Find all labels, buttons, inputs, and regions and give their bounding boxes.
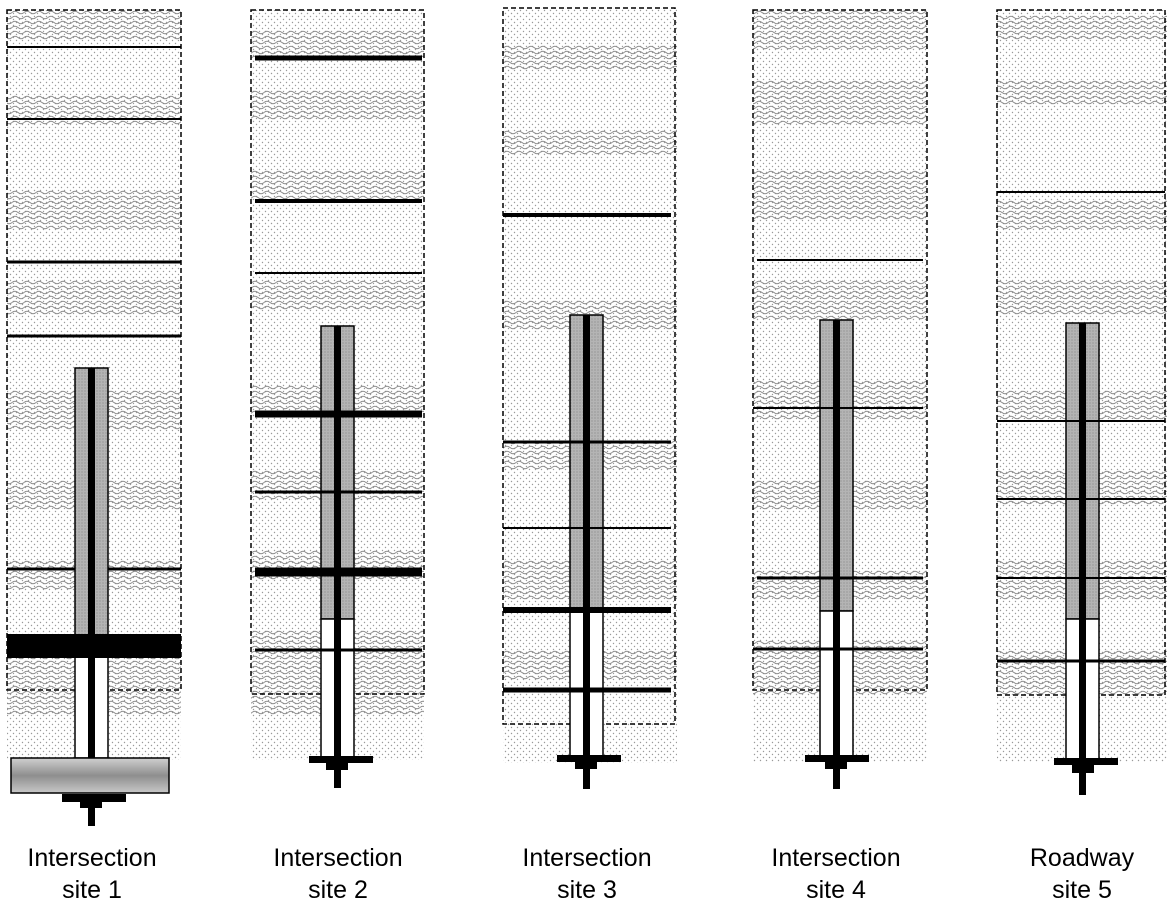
site-4-column [752, 9, 928, 789]
wave-band [251, 170, 424, 200]
wave-band [251, 280, 424, 310]
center-rod [833, 320, 840, 758]
wave-band [7, 95, 181, 125]
wave-band [753, 80, 927, 125]
anchor-rod [1079, 773, 1086, 795]
wave-band [7, 10, 181, 40]
wave-band [753, 280, 927, 320]
wave-band [997, 200, 1167, 230]
site-4-label: Intersection site 4 [746, 842, 926, 906]
site-5-label-line1: Roadway [1029, 844, 1135, 872]
site-1-label-line1: Intersection [27, 844, 157, 872]
site-2-label-line2: site 2 [308, 876, 368, 904]
wave-band [753, 10, 927, 50]
anchor-block [80, 794, 102, 808]
site-3-label: Intersection site 3 [497, 842, 677, 906]
site-2-column [250, 9, 425, 788]
anchor-block [575, 755, 597, 769]
wave-band [503, 130, 677, 155]
site-1-label: Intersection site 1 [2, 842, 182, 906]
site-5-label: Roadway site 5 [992, 842, 1172, 906]
site-1-label-line2: site 1 [62, 876, 122, 904]
wave-band [251, 30, 424, 60]
center-rod [334, 326, 341, 758]
site-5-label-line2: site 5 [1052, 876, 1112, 904]
center-rod [88, 368, 95, 758]
site-1-column [6, 9, 182, 826]
site-3-label-line2: site 3 [557, 876, 617, 904]
boring-outline [250, 9, 425, 695]
wave-band [503, 45, 677, 70]
site-4-label-line1: Intersection [771, 844, 901, 872]
wave-band [997, 80, 1167, 105]
site-2-label: Intersection site 2 [248, 842, 428, 906]
wave-band [7, 190, 181, 230]
wave-band [251, 90, 424, 120]
anchor-rod [583, 769, 590, 789]
boring-outline [502, 7, 676, 725]
wave-band [7, 280, 181, 315]
anchor-rod [833, 769, 840, 789]
wave-band [997, 280, 1167, 315]
site-5-column [996, 9, 1167, 795]
thick-layer-boundary [7, 634, 181, 658]
anchor-block [1072, 758, 1094, 773]
site-3-label-line1: Intersection [522, 844, 652, 872]
anchor-rod [88, 808, 95, 826]
center-rod [1079, 323, 1086, 759]
anchor-block [825, 755, 847, 769]
wave-band [753, 170, 927, 220]
anchor-block [326, 756, 348, 770]
site-3-column [502, 7, 677, 789]
base-plate [10, 757, 170, 794]
site-2-label-line1: Intersection [273, 844, 403, 872]
center-rod [583, 315, 590, 758]
anchor-rod [334, 770, 341, 788]
site-4-label-line2: site 4 [806, 876, 866, 904]
wave-band [997, 15, 1167, 40]
